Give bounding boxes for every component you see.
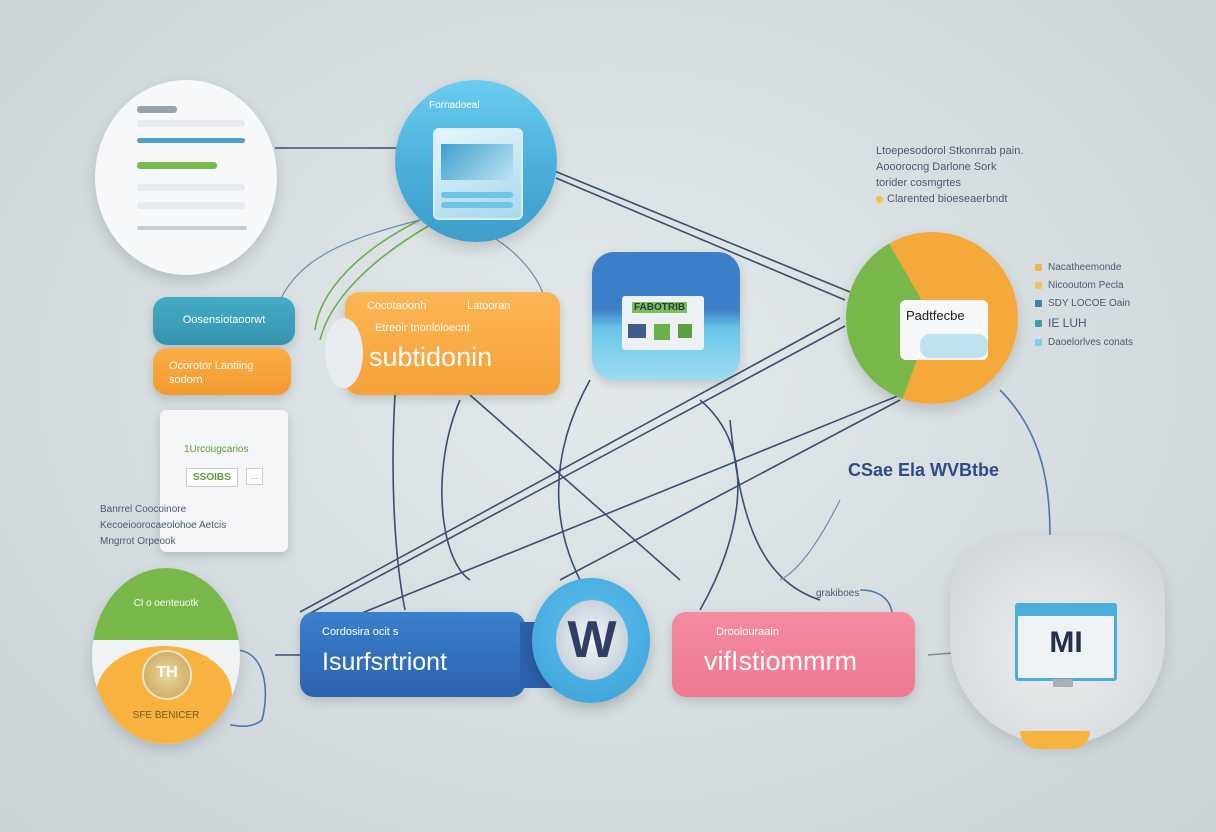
doc-line [137,120,245,127]
monitor-label: MI [1049,626,1083,659]
orange-node-line2: sodorn [169,374,203,386]
legend-label: SDY LOCOE Oain [1048,298,1131,309]
badge-icon: TH [142,650,192,700]
legend-label: Daoelorlves conats [1048,337,1134,348]
logo-letter: W [567,611,617,669]
form-card-small-button[interactable]: ... [246,468,263,485]
doc-line [137,106,177,113]
legend-item: Daoelorlves conats [1035,337,1133,348]
doc-line [137,226,247,230]
blue-card-title: Isurfsrtriont [322,648,448,676]
orange-node[interactable]: Ocorotor Lantiing sodorn [153,348,291,395]
doc-line [137,202,245,209]
legend-label: Nicooutom Pecla [1048,280,1124,291]
isurfsrtriont-card[interactable]: Cordosira ocit s Isurfsrtriont [300,612,525,697]
text-line: Ltoepesodorol Stkonrrab pain. [876,145,1024,157]
server-icon [433,128,523,220]
form-card-title: 1Urcougcarios [184,444,249,455]
legend-label: IE LUH [1048,316,1087,330]
legend-label: Nacatheemonde [1048,262,1122,273]
vifistiommrm-card[interactable]: Droolouraain vifIstiommrm [672,612,915,697]
service-circle[interactable]: Cl o oenteuotk TH SFE BENICER [92,568,240,744]
legend-swatch [1035,300,1042,307]
doc-line [137,184,245,191]
logo-circle[interactable]: W [532,578,650,703]
server-circle-label: Fornadoeal [429,100,480,111]
blue-card-small: Cordosira ocit s [322,626,399,638]
app-window-node[interactable]: FABOTRIB [592,252,740,380]
pie-node[interactable]: Padtfecbe [846,232,1018,404]
bullet-icon [876,195,883,203]
legend-item: Nacatheemonde [1035,262,1133,273]
legend-swatch [1035,282,1042,289]
pink-card-small: Droolouraain [716,626,779,638]
pie-node-label: Padtfecbe [906,308,965,323]
card-top-left: Cocotaoonh [367,300,427,312]
doc-line [137,138,245,143]
doc-line [137,162,217,169]
card-title: subtidonin [369,342,493,372]
brand-text: CSae Ela WVBtbe [848,460,1000,480]
screen-label: FABOTRIB [632,302,688,313]
top-right-text: Ltoepesodorol Stkonrrab pain. Aooorocng … [876,143,1023,207]
service-circle-top-label: Cl o oenteuotk [133,598,199,609]
card-subtitle: Etreoir tnonloloecnt [375,322,470,334]
text-line: Mngrrot Orpeook [100,536,176,547]
legend-item: SDY LOCOE Oain [1035,298,1133,309]
form-card-button[interactable]: SSOIBS [186,468,238,487]
card-top-right: Latooran [467,300,511,312]
connector-bubble [325,318,363,388]
legend-item: Nicooutom Pecla [1035,280,1133,291]
orange-node-line1: Ocorotor Lantiing [169,360,254,372]
legend-swatch [1035,339,1042,346]
package-icon: Padtfecbe [900,300,988,360]
left-text: Banrrel Coocoinore Kecoeioorocaeolohoe A… [100,502,226,550]
text-line: Aooorocng Darlone Sork [876,161,997,173]
pink-card-title: vifIstiommrm [704,646,857,676]
server-circle: Fornadoeal [395,80,557,242]
service-circle-bottom-label: SFE BENICER [132,710,200,721]
monitor-node[interactable]: MI [950,535,1165,749]
screen-icon: FABOTRIB [622,296,704,350]
legend-swatch [1035,319,1042,327]
legend-swatch [1035,264,1042,271]
teal-node[interactable]: Oosensiotaoorwt [153,297,295,345]
w-logo-icon: W [556,600,628,680]
document-circle [95,80,277,275]
legend-item: IE LUH [1035,316,1133,330]
text-line: torider cosmgrtes [876,177,961,189]
form-card: 1Urcougcarios SSOIBS ... [160,410,288,552]
subtidonin-card[interactable]: Cocotaoonh Latooran Etreoir tnonloloecnt… [345,292,560,395]
legend: Nacatheemonde Nicooutom Pecla SDY LOCOE … [1035,262,1133,355]
text-line: Kecoeioorocaeolohoe Aetcis [100,520,227,531]
teal-node-label: Oosensiotaoorwt [182,314,266,326]
pink-above-label: grakiboes [816,588,860,599]
badge-text: TH [156,664,178,681]
monitor-icon: MI [1015,603,1117,681]
text-line: Banrrel Coocoinore [100,504,187,515]
text-line: Clarented bioeseaerbndt [887,193,1008,205]
